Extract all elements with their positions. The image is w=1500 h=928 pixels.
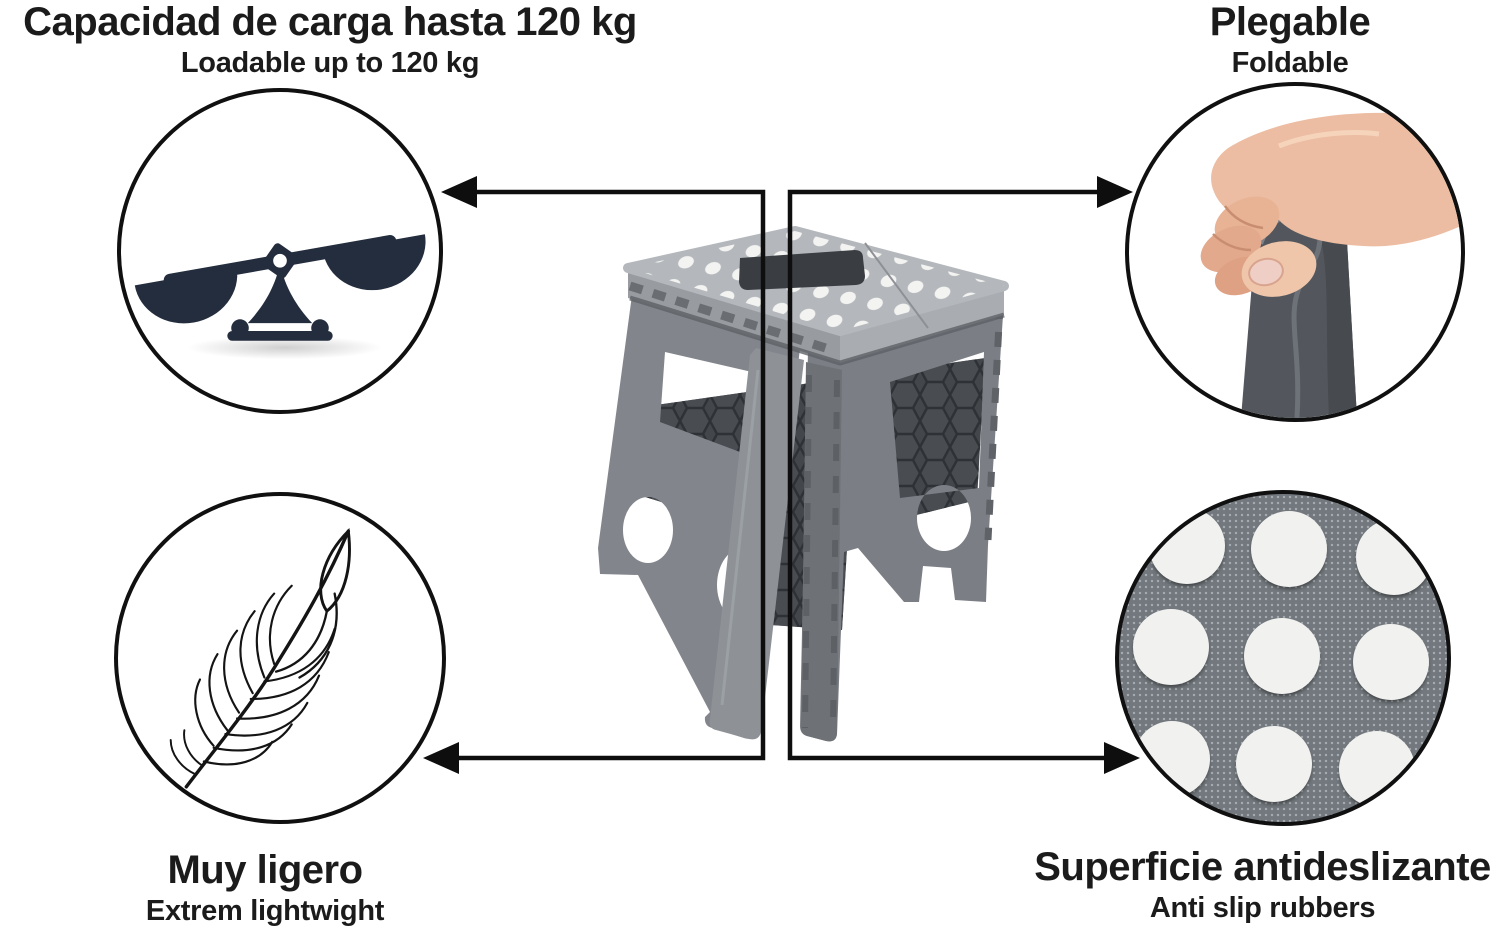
grip-dot: [1149, 508, 1225, 584]
feature-foldable: Plegable Foldable: [1085, 0, 1495, 80]
feature-title: Capacidad de carga hasta 120 kg: [23, 0, 637, 44]
arrowhead-bottom-left: [423, 742, 459, 774]
feature-anti-slip: Superficie antideslizante Anti slip rubb…: [1015, 845, 1500, 925]
grip-dot: [1236, 726, 1312, 802]
stool-right-leg-panel: [800, 300, 1004, 742]
seat-carry-handle: [739, 250, 865, 290]
feature-load-capacity: Capacidad de carga hasta 120 kg Loadable…: [0, 0, 660, 80]
feature-title: Superficie antideslizante: [1034, 845, 1491, 889]
balance-scale-icon: [134, 234, 426, 360]
right-connector-line: [787, 189, 1106, 761]
grip-dot: [1251, 511, 1327, 587]
pillar-highlight: [720, 369, 760, 706]
foldable-circle: [1125, 82, 1465, 422]
feature-subtitle: Extrem lightwight: [145, 895, 385, 927]
thumbnail: [1248, 257, 1284, 287]
feature-subtitle: Anti slip rubbers: [1149, 892, 1376, 924]
feature-subtitle: Loadable up to 120 kg: [180, 47, 480, 79]
feather-icon: [169, 527, 351, 789]
seat-fold-seam: [864, 242, 929, 329]
load-capacity-circle: [117, 88, 443, 414]
grip-dot: [1356, 519, 1432, 595]
hand-holding-folded-stool-photo: [1200, 112, 1461, 418]
folding-stool-illustration: [598, 226, 1009, 742]
hinge-teeth-right: [830, 379, 840, 731]
hinge-teeth-left: [802, 374, 812, 729]
arrowhead-top-left: [441, 176, 477, 208]
seat-hinge-teeth: [628, 281, 834, 355]
arrowhead-top-right: [1097, 176, 1133, 208]
hinge-teeth-outer-right: [984, 303, 1004, 541]
stool-seat: [623, 226, 1009, 366]
left-connector-line: [455, 189, 766, 761]
feature-title: Muy ligero: [167, 848, 363, 892]
grip-dot: [1134, 721, 1210, 797]
anti-slip-circle: [1115, 490, 1451, 826]
feature-lightweight: Muy ligero Extrem lightwight: [30, 848, 500, 928]
feature-subtitle: Foldable: [1231, 47, 1349, 79]
grip-dot: [1339, 731, 1415, 807]
hand: [1200, 112, 1461, 297]
grip-dot: [1133, 609, 1209, 685]
arrowhead-bottom-right: [1104, 742, 1140, 774]
grip-dot: [1353, 624, 1429, 700]
lightweight-circle: [114, 492, 446, 824]
feature-title: Plegable: [1209, 0, 1371, 44]
seat-under-shadow: [629, 295, 1005, 366]
stool-front-pillar: [709, 348, 804, 740]
grip-dot: [1244, 618, 1320, 694]
